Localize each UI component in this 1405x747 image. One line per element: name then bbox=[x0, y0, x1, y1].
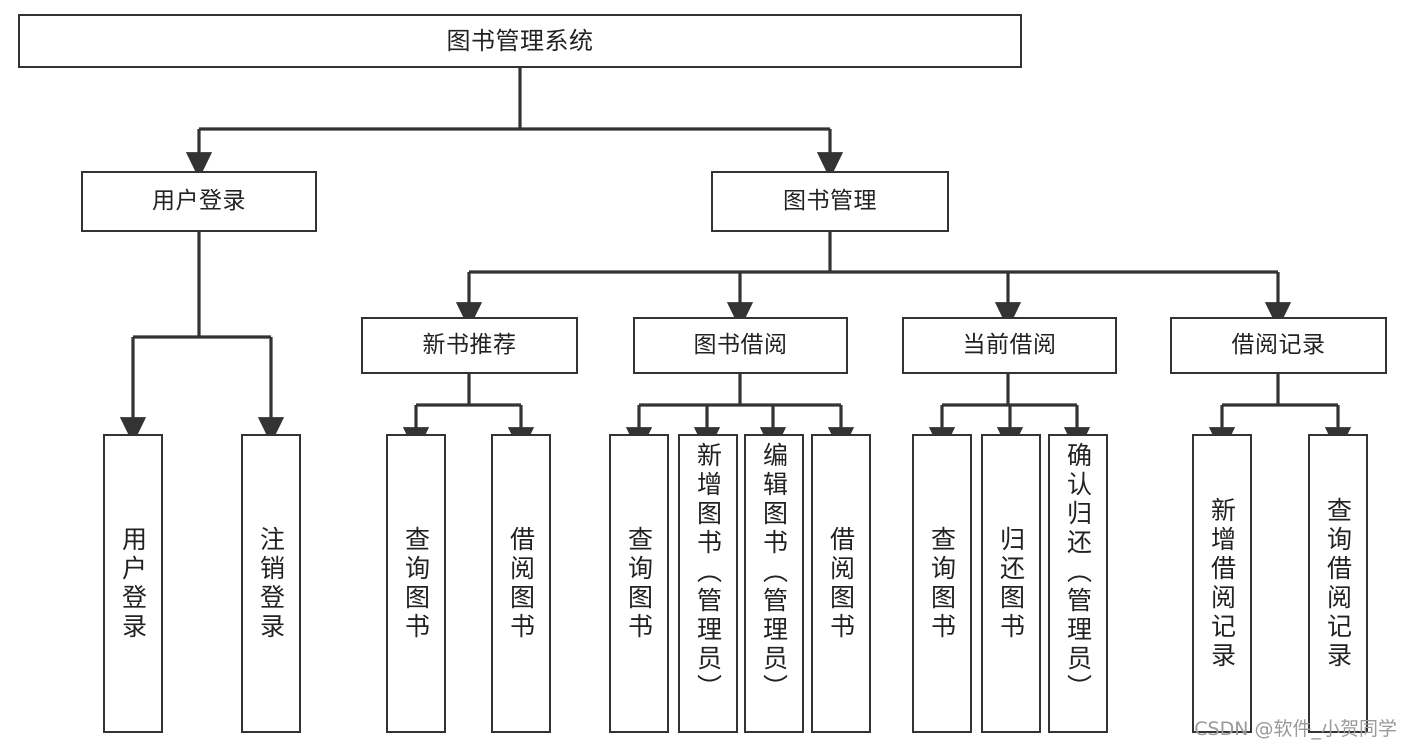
node-leaf-user-login[interactable]: 用户登录 bbox=[103, 434, 163, 733]
node-leaf-borrow-book-2-label: 借阅图书 bbox=[826, 525, 856, 642]
node-borrow-record[interactable]: 借阅记录 bbox=[1170, 317, 1387, 374]
node-leaf-query-book-3-label: 查询图书 bbox=[927, 525, 957, 642]
node-leaf-edit-book-label: 编辑图书（管理员） bbox=[759, 442, 789, 703]
node-current-borrow[interactable]: 当前借阅 bbox=[902, 317, 1117, 374]
node-leaf-borrow-book-1[interactable]: 借阅图书 bbox=[491, 434, 551, 733]
node-leaf-confirm-return-label: 确认归还（管理员） bbox=[1063, 442, 1093, 703]
node-leaf-add-record[interactable]: 新增借阅记录 bbox=[1192, 434, 1252, 733]
node-leaf-return-book-label: 归还图书 bbox=[996, 525, 1026, 642]
node-new-book-recommend[interactable]: 新书推荐 bbox=[361, 317, 578, 374]
node-leaf-logout-label: 注销登录 bbox=[256, 525, 286, 642]
node-leaf-edit-book[interactable]: 编辑图书（管理员） bbox=[744, 434, 804, 733]
node-leaf-query-book-1[interactable]: 查询图书 bbox=[386, 434, 446, 733]
node-leaf-logout[interactable]: 注销登录 bbox=[241, 434, 301, 733]
node-leaf-user-login-label: 用户登录 bbox=[118, 525, 148, 642]
node-leaf-borrow-book-1-label: 借阅图书 bbox=[506, 525, 536, 642]
node-leaf-query-record-label: 查询借阅记录 bbox=[1323, 496, 1353, 671]
node-new-book-recommend-label: 新书推荐 bbox=[422, 331, 517, 358]
node-book-manage-label: 图书管理 bbox=[783, 187, 877, 214]
node-leaf-query-record[interactable]: 查询借阅记录 bbox=[1308, 434, 1368, 733]
node-book-borrow-label: 图书借阅 bbox=[693, 331, 788, 358]
node-leaf-query-book-2[interactable]: 查询图书 bbox=[609, 434, 669, 733]
node-leaf-confirm-return[interactable]: 确认归还（管理员） bbox=[1048, 434, 1108, 733]
node-leaf-return-book[interactable]: 归还图书 bbox=[981, 434, 1041, 733]
node-leaf-query-book-3[interactable]: 查询图书 bbox=[912, 434, 972, 733]
node-leaf-add-book-label: 新增图书（管理员） bbox=[693, 442, 723, 703]
node-current-borrow-label: 当前借阅 bbox=[962, 331, 1057, 358]
node-root-label: 图书管理系统 bbox=[446, 26, 594, 55]
node-leaf-query-book-2-label: 查询图书 bbox=[624, 525, 654, 642]
node-root[interactable]: 图书管理系统 bbox=[18, 14, 1022, 68]
node-leaf-query-book-1-label: 查询图书 bbox=[401, 525, 431, 642]
node-user-login[interactable]: 用户登录 bbox=[81, 171, 317, 232]
node-book-borrow[interactable]: 图书借阅 bbox=[633, 317, 848, 374]
watermark: CSDN @软件_小贺同学 bbox=[1194, 718, 1397, 740]
node-leaf-add-book[interactable]: 新增图书（管理员） bbox=[678, 434, 738, 733]
node-book-manage[interactable]: 图书管理 bbox=[711, 171, 949, 232]
node-leaf-borrow-book-2[interactable]: 借阅图书 bbox=[811, 434, 871, 733]
node-leaf-add-record-label: 新增借阅记录 bbox=[1207, 496, 1237, 671]
node-borrow-record-label: 借阅记录 bbox=[1231, 331, 1326, 358]
node-user-login-label: 用户登录 bbox=[152, 187, 246, 214]
